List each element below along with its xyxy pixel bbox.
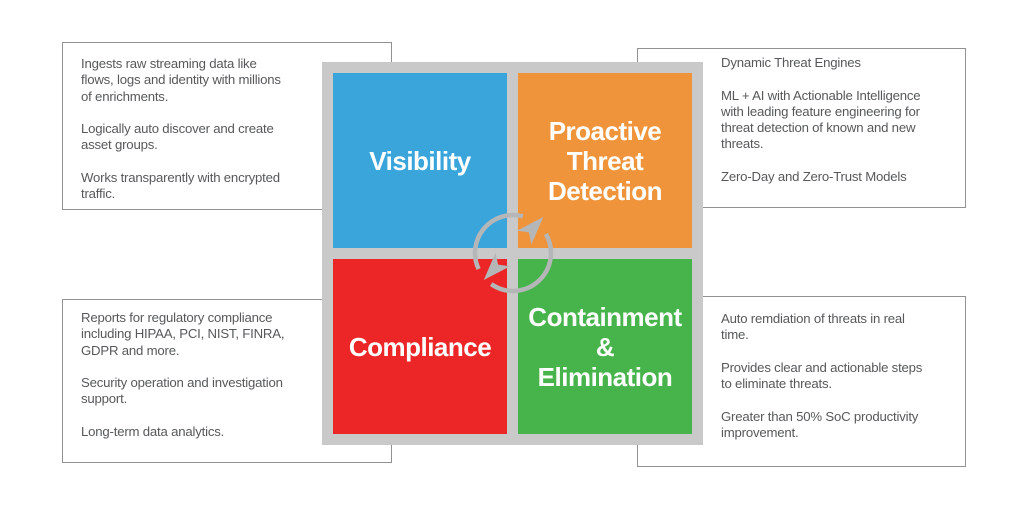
quadrant-containment-elimination: Containment & Elimination [518,259,692,434]
callout-containment-text: Auto remdiation of threats in real time.… [721,311,923,441]
quadrant-proactive-label: Proactive Threat Detection [548,115,662,206]
callout-visibility-text: Ingests raw streaming data like flows, l… [81,56,281,202]
quadrant-frame: Visibility Proactive Threat Detection Co… [322,62,703,445]
quadrant-containment-label: Containment & Elimination [528,301,682,392]
quadrant-visibility-label: Visibility [369,145,471,176]
quadrant-compliance: Compliance [333,259,507,434]
callout-compliance-text: Reports for regulatory compliance includ… [81,310,285,440]
quadrant-compliance-label: Compliance [348,331,492,362]
quadrant-proactive-threat-detection: Proactive Threat Detection [518,73,692,248]
callout-proactive-text: Dynamic Threat Engines ML + AI with Acti… [721,55,921,185]
quadrant-visibility: Visibility [333,73,507,248]
